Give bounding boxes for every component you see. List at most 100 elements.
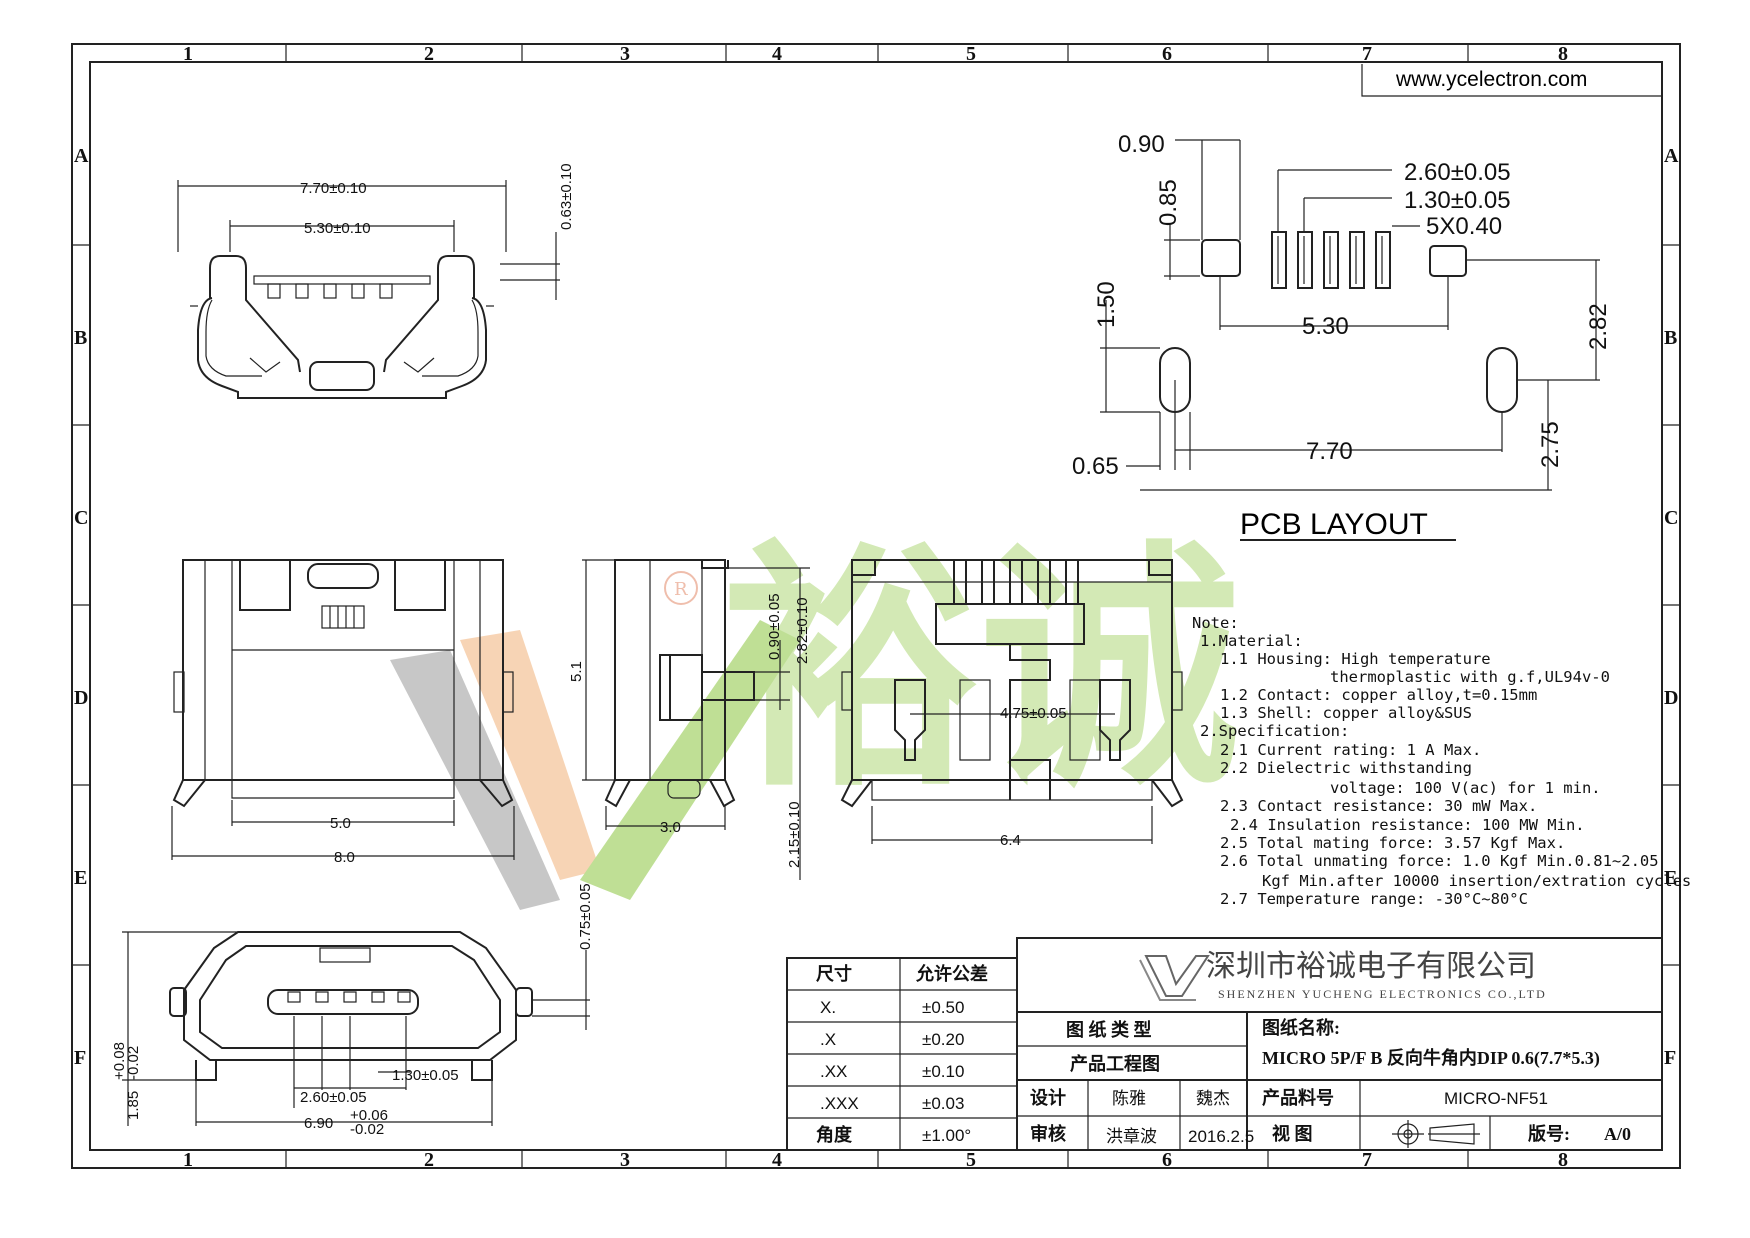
note-line: Kgf Min.after 10000 insertion/extration … [1262,872,1691,890]
note-line: 2.1 Current rating: 1 A Max. [1220,741,1481,759]
view-label: 视 图 [1272,1123,1313,1144]
note-line: 1.Material: [1200,632,1303,650]
dim-side-d1: 0.90±0.05 [766,593,783,660]
front-view: 7.70±0.10 5.30±0.10 0.63±0.10 [177,163,575,399]
review-label: 审核 [1030,1123,1066,1144]
col-label: 4 [772,43,782,65]
note-line: 1.3 Shell: copper alloy&SUS [1220,704,1472,722]
projection-symbol-icon [1392,1120,1480,1148]
dim-front-h1: 0.63±0.10 [558,163,575,230]
tol-cell: ±1.00° [922,1126,971,1145]
website-url[interactable]: www.ycelectron.com [1395,68,1587,91]
company-name-en: SHENZHEN YUCHENG ELECTRONICS CO.,LTD [1218,987,1547,1001]
dim-end-width: 6.90 [304,1115,333,1132]
drawing-type-label: 图 纸 类 型 [1066,1019,1152,1040]
dim-end-pitch2: 2.60±0.05 [300,1089,367,1106]
dim-front-w1: 7.70±0.10 [300,180,367,197]
tol-cell: 角度 [816,1124,853,1145]
row-label: D [74,687,88,709]
row-label: E [1664,867,1677,889]
note-line: voltage: 100 V(ac) for 1 min. [1330,779,1601,797]
note-line: 2.4 Insulation resistance: 100 MW Min. [1230,816,1585,834]
col-label: 5 [966,1149,976,1171]
col-label: 6 [1162,43,1172,65]
col-label: 1 [183,1149,193,1171]
dim-end-height-tol-up: +0.08 [111,1042,128,1080]
tol-cell: X. [820,998,836,1017]
dim-pcb-pins: 5X0.40 [1426,213,1502,240]
drawing-name: MICRO 5P/F B 反向牛角内DIP 0.6(7.7*5.3) [1262,1047,1600,1069]
dim-end-width-tol-dn: -0.02 [350,1121,384,1138]
company-logo [1139,955,1210,1001]
dim-end-height-tol-dn: -0.02 [125,1046,142,1080]
note-line: Note: [1192,614,1239,632]
top-view: 4.75±0.05 6.4 [840,559,1184,849]
tol-header-tol: 允许公差 [915,963,988,984]
checker: 魏杰 [1196,1089,1230,1108]
col-label: 2 [424,43,434,65]
dim-pcb-hole-w: 0.65 [1072,453,1119,480]
dim-top-pitch: 4.75±0.05 [1000,705,1067,722]
title-block: 深圳市裕诚电子有限公司 SHENZHEN YUCHENG ELECTRONICS… [1016,937,1663,1151]
tol-header-size: 尺寸 [816,963,852,984]
drawing-name-label: 图纸名称: [1262,1017,1340,1038]
dim-pcb-hole-h: 1.50 [1093,281,1120,328]
row-label: D [1664,687,1678,709]
dim-front-w2: 5.30±0.10 [304,220,371,237]
row-label: F [74,1047,86,1069]
col-label: 8 [1558,43,1568,65]
dim-pcb-hole-span: 7.70 [1306,438,1353,465]
row-label: C [74,507,88,529]
tol-cell: ±0.50 [922,998,964,1017]
dim-pcb-pitch1: 1.30±0.05 [1404,187,1511,214]
row-label: F [1664,1047,1676,1069]
row-label: A [1664,145,1679,167]
company-name-cn: 深圳市裕诚电子有限公司 [1206,949,1536,984]
dim-pcb-hole-y: 2.75 [1537,421,1564,468]
version-label: 版号: [1528,1123,1570,1144]
tol-cell: ±0.20 [922,1030,964,1049]
col-label: 7 [1362,1149,1372,1171]
tolerance-table: 尺寸 允许公差 X. ±0.50 .X ±0.20 .XX ±0.10 .XXX… [786,957,1018,1151]
row-label: E [74,867,87,889]
dim-side-w: 3.0 [660,819,681,836]
col-label: 3 [620,1149,630,1171]
note-line: 2.5 Total mating force: 3.57 Kgf Max. [1220,834,1565,852]
tol-cell: ±0.10 [922,1062,964,1081]
dim-pcb-pad-w: 0.90 [1118,131,1165,158]
note-line: 2.2 Dielectric withstanding [1220,759,1472,777]
dim-top-w: 6.4 [1000,832,1021,849]
tol-cell: .XXX [820,1094,859,1113]
col-label: 2 [424,1149,434,1171]
watermark-text: 裕诚 [720,520,1240,822]
registered-mark: R [674,579,688,600]
row-label: B [1664,327,1677,349]
col-label: 3 [620,43,630,65]
dim-end-width-tol-up: +0.06 [350,1107,388,1124]
dim-side-d3: 2.15±0.10 [786,801,803,868]
note-line: 1.1 Housing: High temperature [1220,650,1491,668]
tol-cell: .X [820,1030,836,1049]
note-line: thermoplastic with g.f,UL94v-0 [1330,668,1610,686]
dim-pcb-pad-h: 0.85 [1155,179,1182,226]
col-label: 7 [1362,43,1372,65]
note-line: 2.6 Total unmating force: 1.0 Kgf Min.0.… [1220,852,1659,870]
pcb-layout-title: PCB LAYOUT [1240,508,1428,541]
outer-frame [71,43,1681,1169]
dim-side-d2: 2.82±0.10 [794,597,811,664]
notes: Note: 1.Material: 1.1 Housing: High temp… [1192,614,1691,908]
part-no-label: 产品料号 [1262,1087,1334,1108]
grid-row-labels: A B C D E F A B C D E F [74,145,1679,1069]
dim-bottom-w2: 8.0 [334,849,355,866]
date: 2016.2.5 [1188,1127,1254,1146]
note-line: 2.7 Temperature range: -30°C~80°C [1220,890,1528,908]
dim-side-h: 5.1 [568,661,585,682]
reviewer: 洪章波 [1106,1127,1157,1146]
designer: 陈雅 [1112,1089,1146,1108]
dim-end-h1: 0.75±0.05 [577,883,594,950]
part-no: MICRO-NF51 [1444,1089,1548,1108]
grid-ticks [72,44,1680,1168]
dim-pcb-pitch2: 2.60±0.05 [1404,159,1511,186]
note-line: 2.3 Contact resistance: 30 mW Max. [1220,797,1537,815]
